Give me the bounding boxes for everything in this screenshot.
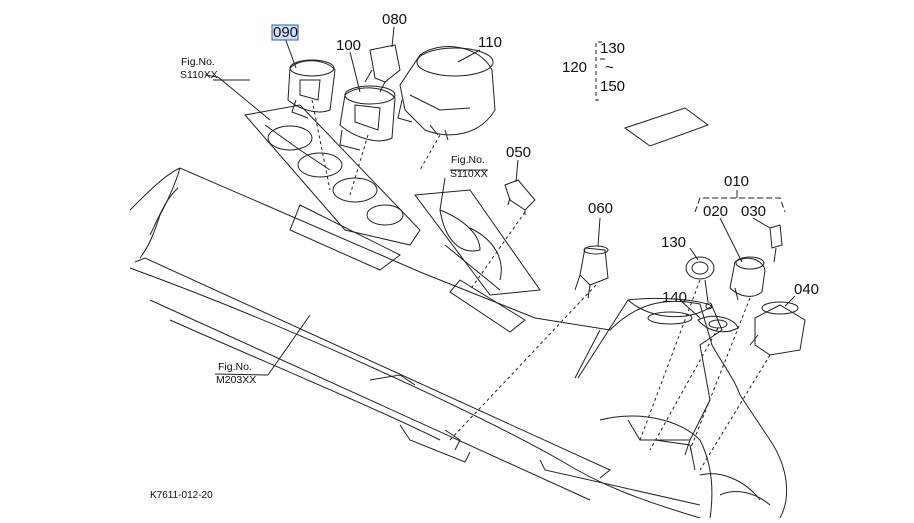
callout-080[interactable]: 080 — [382, 11, 407, 28]
gauge-090 — [287, 59, 336, 119]
callout-060[interactable]: 060 — [588, 200, 613, 217]
callout-090[interactable]: 090 — [273, 24, 298, 41]
meter-110 — [397, 46, 496, 141]
projection-lines — [311, 99, 771, 471]
fig-ref-code: M203XX — [216, 374, 256, 386]
bracket-080 — [364, 44, 401, 93]
fig-ref-s110-a[interactable]: Fig.No. S110XX — [180, 56, 218, 81]
gasket-sheet-small — [414, 189, 541, 333]
gauge-100 — [339, 85, 396, 151]
callout-130[interactable]: 130 — [661, 234, 686, 251]
fig-ref-title: Fig.No. — [451, 154, 485, 166]
dashboard-panel — [129, 167, 788, 519]
fig-ref-code: S110XX — [180, 69, 218, 81]
fig-ref-title: Fig.No. — [218, 361, 252, 373]
switch-060 — [574, 245, 609, 299]
gasket-sheet-large — [244, 104, 421, 271]
fig-ref-title: Fig.No. — [181, 56, 215, 68]
keyswitch-020 — [729, 256, 766, 301]
fig-ref-code: S110XX — [450, 168, 488, 180]
label-sheet-150 — [623, 107, 710, 147]
callout-010[interactable]: 010 — [724, 173, 749, 190]
callout-040[interactable]: 040 — [794, 281, 819, 298]
callout-150-range[interactable]: 150 — [600, 78, 625, 95]
group-bracket-010 — [694, 197, 786, 213]
key-030 — [769, 224, 783, 263]
callout-110[interactable]: 110 — [478, 34, 502, 51]
drawing-code: K7611-012-20 — [150, 490, 213, 501]
cap-130 — [685, 256, 715, 310]
fig-ref-m203[interactable]: Fig.No. M203XX — [216, 361, 256, 386]
callout-100[interactable]: 100 — [336, 37, 361, 54]
leader-lines — [204, 26, 796, 376]
fig-ref-s110-b[interactable]: Fig.No. S110XX — [450, 154, 488, 180]
callout-050[interactable]: 050 — [506, 144, 531, 161]
range-tilde: ~ — [605, 59, 614, 76]
range-bracket-120 — [595, 41, 602, 101]
callout-140[interactable]: 140 — [662, 289, 687, 306]
connector-040 — [749, 301, 806, 356]
callout-labels: 090 080 100 110 120 130 ~ 150 050 060 01… — [273, 11, 819, 306]
callout-120[interactable]: 120 — [562, 59, 587, 76]
callout-020[interactable]: 020 — [703, 203, 728, 220]
instrument-cover — [574, 297, 723, 456]
highlight-box-090 — [271, 24, 299, 41]
callout-130-range[interactable]: 130 — [600, 40, 625, 57]
callout-030[interactable]: 030 — [741, 203, 766, 220]
connector-050 — [504, 179, 536, 215]
